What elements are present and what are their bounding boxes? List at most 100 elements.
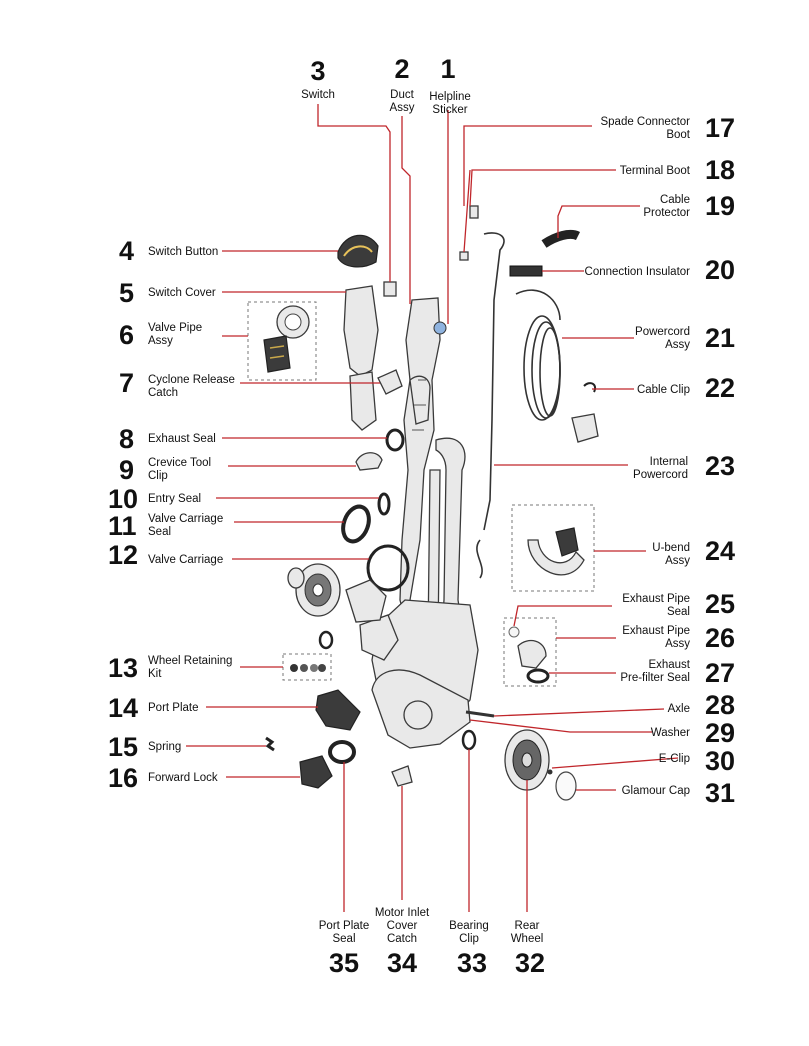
u-bend-assy-box (511, 504, 595, 592)
svg-text:Boot: Boot (666, 129, 690, 141)
axle-rod (465, 710, 495, 718)
callout-18: 18 Terminal Boot (620, 155, 735, 185)
svg-text:Assy: Assy (148, 335, 173, 347)
callout-25: 25 Exhaust Pipe Seal (622, 589, 735, 619)
svg-text:30: 30 (705, 746, 735, 776)
callout-4: 4 Switch Button (119, 236, 218, 266)
callout-15: 15 Spring (108, 732, 181, 762)
svg-text:Terminal Boot: Terminal Boot (620, 165, 691, 177)
main-duct-body (359, 297, 495, 749)
bearing-clip-part (461, 729, 477, 751)
valve-pipe-assy-box (247, 301, 317, 381)
glamour-cap-part (555, 771, 577, 801)
switch-part (383, 281, 397, 297)
svg-text:14: 14 (108, 693, 138, 723)
svg-text:18: 18 (705, 155, 735, 185)
svg-text:24: 24 (705, 536, 735, 566)
callout-7: 7 Cyclone Release Catch (119, 368, 235, 399)
callout-14: 14 Port Plate (108, 693, 199, 723)
callout-13: 13 Wheel Retaining Kit (108, 653, 232, 683)
svg-text:10: 10 (108, 484, 138, 514)
svg-text:Entry Seal: Entry Seal (148, 493, 201, 505)
svg-text:Catch: Catch (148, 387, 178, 399)
svg-text:Powercord: Powercord (635, 326, 690, 338)
svg-text:2: 2 (394, 54, 409, 84)
powercord-assy-part (515, 289, 599, 443)
leader-lines (186, 104, 679, 912)
svg-text:Exhaust: Exhaust (648, 659, 690, 671)
e-clip-part (547, 769, 553, 775)
spade-connector-boot-part (469, 205, 479, 219)
svg-text:Forward Lock: Forward Lock (148, 772, 218, 784)
svg-text:28: 28 (705, 690, 735, 720)
svg-text:Duct: Duct (390, 89, 414, 101)
svg-text:31: 31 (705, 778, 735, 808)
svg-text:7: 7 (119, 368, 134, 398)
svg-text:Kit: Kit (148, 668, 162, 680)
svg-text:19: 19 (705, 191, 735, 221)
svg-text:29: 29 (705, 718, 735, 748)
svg-text:Axle: Axle (668, 703, 690, 715)
callout-22: 22 Cable Clip (637, 373, 735, 403)
svg-text:Protector: Protector (643, 207, 690, 219)
exhaust-pipe-assy-box (503, 617, 557, 687)
front-wheel-part (287, 563, 341, 617)
svg-text:Catch: Catch (387, 933, 417, 945)
svg-text:Clip: Clip (148, 470, 168, 482)
svg-text:Spade Connector: Spade Connector (600, 116, 690, 128)
svg-text:27: 27 (705, 658, 735, 688)
forward-lock-part (299, 755, 333, 789)
callout-11: 11 Valve Carriage Seal (108, 511, 223, 541)
svg-text:34: 34 (387, 948, 417, 978)
callout-17: 17 Spade Connector Boot (600, 113, 735, 143)
callouts: 1 Helpline Sticker 2 Duct Assy 3 Switch … (108, 54, 735, 978)
svg-text:3: 3 (310, 56, 325, 86)
callout-5: 5 Switch Cover (119, 278, 216, 308)
svg-text:Wheel Retaining: Wheel Retaining (148, 655, 232, 667)
svg-text:Pre-filter Seal: Pre-filter Seal (620, 672, 690, 684)
callout-35: Port Plate Seal 35 (319, 920, 370, 978)
svg-text:Assy: Assy (665, 339, 690, 351)
port-plate-seal-part (328, 740, 356, 764)
svg-text:Rear: Rear (515, 920, 540, 932)
helpline-sticker-icon (433, 321, 447, 335)
svg-text:23: 23 (705, 451, 735, 481)
callout-10: 10 Entry Seal (108, 484, 201, 514)
callout-27: 27 Exhaust Pre-filter Seal (620, 658, 735, 688)
svg-text:Bearing: Bearing (449, 920, 489, 932)
callout-34: Motor Inlet Cover Catch 34 (375, 907, 430, 978)
svg-text:Port Plate: Port Plate (148, 702, 199, 714)
callout-31: 31 Glamour Cap (622, 778, 735, 808)
connection-insulator-part (509, 265, 543, 277)
spring-part (265, 736, 275, 752)
callout-21: 21 Powercord Assy (635, 323, 735, 353)
svg-text:35: 35 (329, 948, 359, 978)
svg-text:Powercord: Powercord (633, 469, 688, 481)
callout-26: 26 Exhaust Pipe Assy (622, 623, 735, 653)
rear-wheel-part (504, 729, 550, 791)
svg-text:Assy: Assy (665, 638, 690, 650)
svg-text:Seal: Seal (332, 933, 355, 945)
svg-text:Washer: Washer (651, 727, 690, 739)
switch-button-part (337, 234, 379, 268)
callout-30: 30 E-Clip (659, 746, 735, 776)
svg-text:Exhaust Pipe: Exhaust Pipe (622, 625, 690, 637)
svg-text:Assy: Assy (665, 555, 690, 567)
callout-29: 29 Washer (651, 718, 735, 748)
svg-text:Cable: Cable (660, 194, 690, 206)
svg-text:Valve Pipe: Valve Pipe (148, 322, 202, 334)
svg-text:Assy: Assy (390, 102, 415, 114)
exhaust-seal-part (385, 428, 405, 452)
cable-protector-part (541, 229, 581, 248)
svg-text:12: 12 (108, 540, 138, 570)
svg-text:Exhaust Pipe: Exhaust Pipe (622, 593, 690, 605)
svg-text:Switch Cover: Switch Cover (148, 287, 216, 299)
motor-inlet-cover-catch-part (391, 765, 413, 787)
callout-12: 12 Valve Carriage (108, 540, 223, 570)
svg-text:Motor Inlet: Motor Inlet (375, 907, 430, 919)
svg-text:Seal: Seal (148, 526, 171, 538)
valve-carriage-part (366, 544, 410, 592)
svg-text:33: 33 (457, 948, 487, 978)
svg-text:Glamour Cap: Glamour Cap (622, 785, 690, 797)
callout-32: Rear Wheel 32 (511, 920, 545, 978)
